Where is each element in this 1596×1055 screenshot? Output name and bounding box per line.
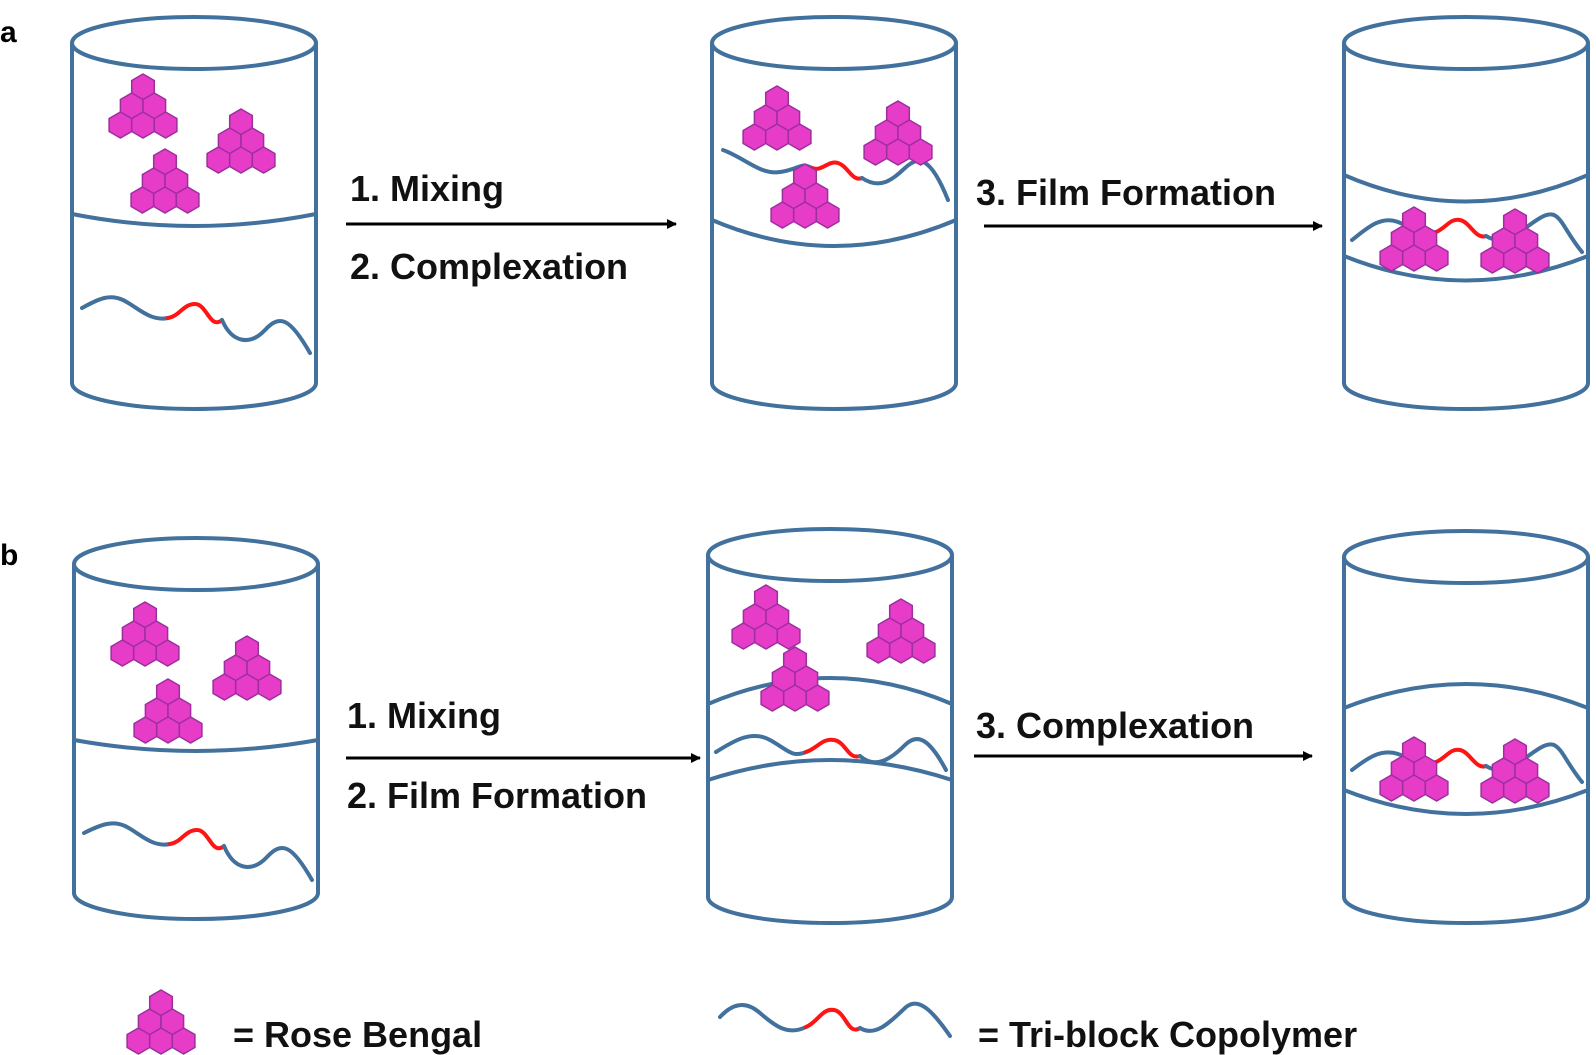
copolymer-b1 [82,821,314,882]
film-top [1343,682,1589,710]
rose-bengal-molecule [731,584,801,650]
rose-bengal-molecule [110,601,180,667]
legend-copolymer-icon [718,1001,952,1038]
film-top [1343,173,1589,204]
vessel-a1 [70,15,318,411]
vessel-a3 [1342,15,1590,411]
vessel-b1 [72,536,320,921]
rose-bengal-molecule [212,635,282,701]
rose-bengal-group-b2 [731,584,936,712]
rose-bengal-molecule [108,73,178,139]
copolymer-b3 [1350,742,1584,784]
film-bottom [707,758,953,782]
legend-copolymer-label: = Tri-block Copolymer [978,1014,1357,1055]
legend-rose-bengal-icon [126,989,196,1055]
rose-bengal-molecule [866,598,936,664]
vessel-b3 [1342,529,1590,925]
rose-bengal-group-a3 [1379,206,1550,274]
film-bottom [1343,254,1589,283]
vessel-a2 [710,15,958,411]
vessel-b2 [706,527,954,925]
step-mixing-b: 1. Mixing [347,695,501,736]
rose-bengal-molecule [130,148,200,214]
phase-interface [73,738,319,753]
step-film-formation-a: 3. Film Formation [976,172,1276,213]
rose-bengal-molecule [863,100,933,166]
film-top [707,676,953,706]
step-mixing-a: 1. Mixing [350,168,504,209]
rose-bengal-molecule [206,108,276,174]
rose-bengal-molecule [1379,206,1449,272]
phase-interface [71,212,317,228]
film-bottom [1343,788,1589,816]
rose-bengal-molecule [1379,736,1449,802]
rose-bengal-group-a2 [742,85,933,229]
rose-bengal-group-b1 [110,601,282,744]
step-complexation-a: 2. Complexation [350,246,628,287]
panel-a-label: a [0,16,17,49]
copolymer-a1 [80,295,312,355]
rose-bengal-molecule [133,678,203,744]
legend-rose-bengal-label: = Rose Bengal [233,1014,482,1055]
rose-bengal-molecule [742,85,812,151]
step-film-formation-b: 2. Film Formation [347,775,647,816]
copolymer-a3 [1350,212,1584,254]
copolymer-b2 [714,733,948,772]
phase-interface [711,218,957,248]
rose-bengal-group-a1 [108,73,276,214]
panel-b-label: b [0,539,18,572]
step-complexation-b: 3. Complexation [976,705,1254,746]
rose-bengal-group-b3 [1379,736,1550,804]
